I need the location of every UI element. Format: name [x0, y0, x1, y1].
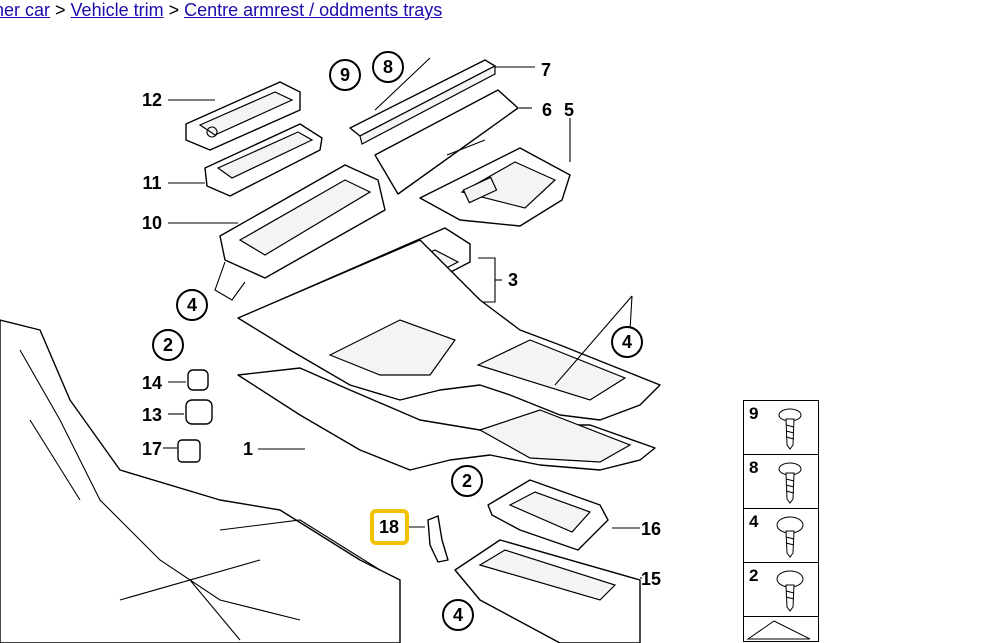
svg-text:8: 8 [383, 57, 393, 77]
legend-item-8[interactable]: 8 [744, 455, 818, 509]
part-1-console [237, 239, 661, 421]
part-16-insert [487, 479, 640, 551]
legend-number: 8 [749, 458, 759, 477]
callout-4-upper[interactable]: 4 [176, 289, 208, 321]
svg-text:9: 9 [340, 65, 350, 85]
callout-15[interactable]: 15 [641, 569, 661, 589]
svg-text:4: 4 [453, 605, 463, 625]
part-13-cap [168, 399, 213, 425]
svg-text:18: 18 [379, 517, 399, 537]
part-12-tray [168, 81, 301, 151]
svg-text:2: 2 [462, 471, 472, 491]
part-7-strip [349, 59, 535, 145]
callout-11[interactable]: 11 [142, 173, 161, 193]
part-14-cap [168, 369, 209, 391]
part-6-cover [374, 89, 532, 195]
breadcrumb: her car>Vehicle trim>Centre armrest / od… [0, 0, 442, 21]
arrow-icon [746, 620, 811, 640]
callout-7[interactable]: 7 [541, 60, 551, 80]
breadcrumb-link-centre-armrest[interactable]: Centre armrest / oddments trays [184, 0, 443, 20]
callout-12[interactable]: 12 [142, 90, 162, 110]
callout-17[interactable]: 17 [142, 439, 162, 459]
part-2-console [237, 367, 656, 471]
callout-3[interactable]: 3 [508, 270, 518, 290]
part-5-bezel [419, 118, 571, 227]
screw-icon [778, 462, 802, 504]
legend-number: 4 [749, 512, 759, 531]
callout-2-upper[interactable]: 2 [152, 329, 184, 361]
callout-8[interactable]: 8 [372, 51, 404, 83]
callout-5[interactable]: 5 [564, 100, 574, 120]
callout-16[interactable]: 16 [641, 519, 661, 539]
svg-text:4: 4 [622, 332, 632, 352]
part-11-tray [168, 123, 323, 197]
fastener-legend: 9 8 4 2 [743, 400, 819, 642]
callout-13[interactable]: 13 [142, 405, 162, 425]
callout-6[interactable]: 6 [542, 100, 552, 120]
screw-icon [778, 408, 802, 450]
part-17-socket [163, 439, 201, 463]
part-15-tray [454, 539, 642, 643]
breadcrumb-separator: > [55, 0, 66, 20]
breadcrumb-link-vehicle-trim[interactable]: Vehicle trim [70, 0, 164, 20]
callout-4-right[interactable]: 4 [611, 326, 643, 358]
svg-text:2: 2 [163, 335, 173, 355]
part-10-lid [168, 164, 386, 301]
screw-icon [776, 516, 804, 558]
legend-next-arrow[interactable] [744, 617, 818, 641]
part-18-clip [408, 515, 449, 563]
svg-text:4: 4 [187, 295, 197, 315]
legend-item-4[interactable]: 4 [744, 509, 818, 563]
legend-item-9[interactable]: 9 [744, 401, 818, 455]
callout-1[interactable]: 1 [243, 439, 253, 459]
callout-18-highlighted[interactable]: 18 [370, 509, 409, 545]
frame-structure [0, 319, 401, 643]
screw-icon [776, 570, 804, 612]
callout-10[interactable]: 10 [142, 213, 162, 233]
legend-item-2[interactable]: 2 [744, 563, 818, 617]
callout-2-lower[interactable]: 2 [451, 465, 483, 497]
callout-9[interactable]: 9 [329, 59, 361, 91]
breadcrumb-separator: > [168, 0, 180, 20]
legend-number: 9 [749, 404, 759, 423]
breadcrumb-link-other-car[interactable]: her car [0, 0, 51, 20]
callout-14[interactable]: 14 [142, 373, 162, 393]
callout-4-lower[interactable]: 4 [442, 599, 474, 631]
legend-number: 2 [749, 566, 759, 585]
